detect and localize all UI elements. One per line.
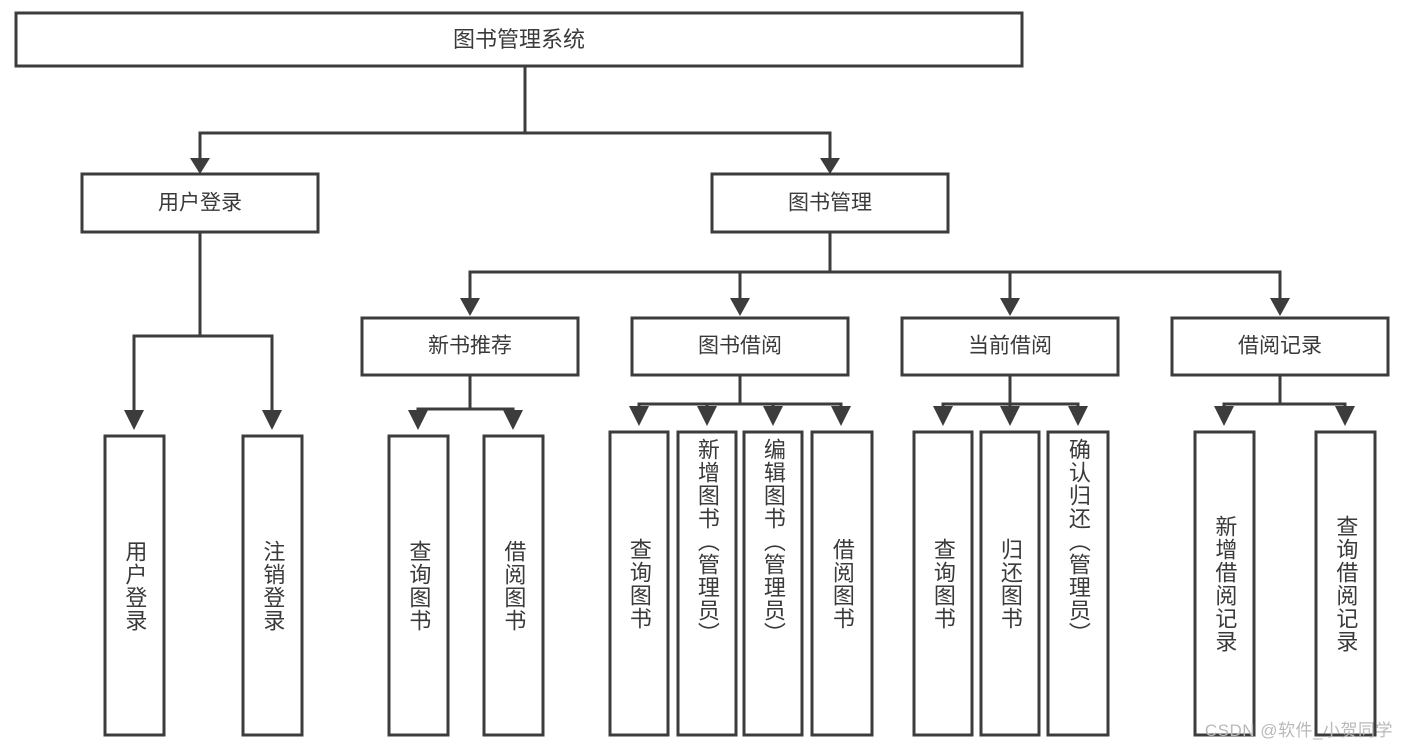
connector-book-manage-to-level3 xyxy=(460,230,1290,316)
node-new-book-recommend-label: 新书推荐 xyxy=(428,335,512,358)
node-book-manage[interactable]: 图书管理 xyxy=(710,172,950,234)
connector-current-borrow-to-leaves xyxy=(933,373,1088,426)
connector-new-book-to-leaves xyxy=(408,373,523,430)
connector-user-login-to-leaves xyxy=(124,230,282,430)
leaf-current-borrow-1[interactable] xyxy=(979,430,1041,737)
connector-book-borrow-to-leaves xyxy=(629,373,851,426)
leaf-book-borrow-0[interactable] xyxy=(608,430,670,737)
csdn-watermark: CSDN @软件_小贺同学 xyxy=(1204,721,1393,740)
leaf-new-book-1[interactable] xyxy=(482,434,545,737)
leaf-user-login-0[interactable] xyxy=(103,434,166,737)
node-root[interactable]: 图书管理系统 xyxy=(14,11,1024,68)
node-book-manage-label: 图书管理 xyxy=(788,192,872,215)
node-user-login-label: 用户登录 xyxy=(158,192,242,215)
node-borrow-record-label: 借阅记录 xyxy=(1238,335,1322,358)
leaf-new-book-0[interactable] xyxy=(387,434,450,737)
leaf-borrow-record-1[interactable] xyxy=(1314,430,1377,737)
leaf-book-borrow-1[interactable] xyxy=(676,430,738,737)
node-current-borrow-label: 当前借阅 xyxy=(968,335,1052,358)
node-current-borrow[interactable]: 当前借阅 xyxy=(900,316,1120,377)
node-book-borrow[interactable]: 图书借阅 xyxy=(630,316,850,377)
node-new-book-recommend[interactable]: 新书推荐 xyxy=(360,316,580,377)
node-root-label: 图书管理系统 xyxy=(453,27,585,52)
node-borrow-record[interactable]: 借阅记录 xyxy=(1170,316,1390,377)
leaf-current-borrow-2[interactable] xyxy=(1046,430,1110,737)
leaf-user-login-1[interactable] xyxy=(241,434,304,737)
node-user-login[interactable]: 用户登录 xyxy=(80,172,320,234)
connector-borrow-record-to-leaves xyxy=(1214,373,1355,426)
leaf-current-borrow-0[interactable] xyxy=(912,430,974,737)
node-book-borrow-label: 图书借阅 xyxy=(698,335,782,358)
leaf-book-borrow-2[interactable] xyxy=(742,430,804,737)
connector-root-to-level2 xyxy=(190,64,840,174)
leaf-borrow-record-0[interactable] xyxy=(1193,430,1256,737)
leaf-book-borrow-3[interactable] xyxy=(810,430,874,737)
